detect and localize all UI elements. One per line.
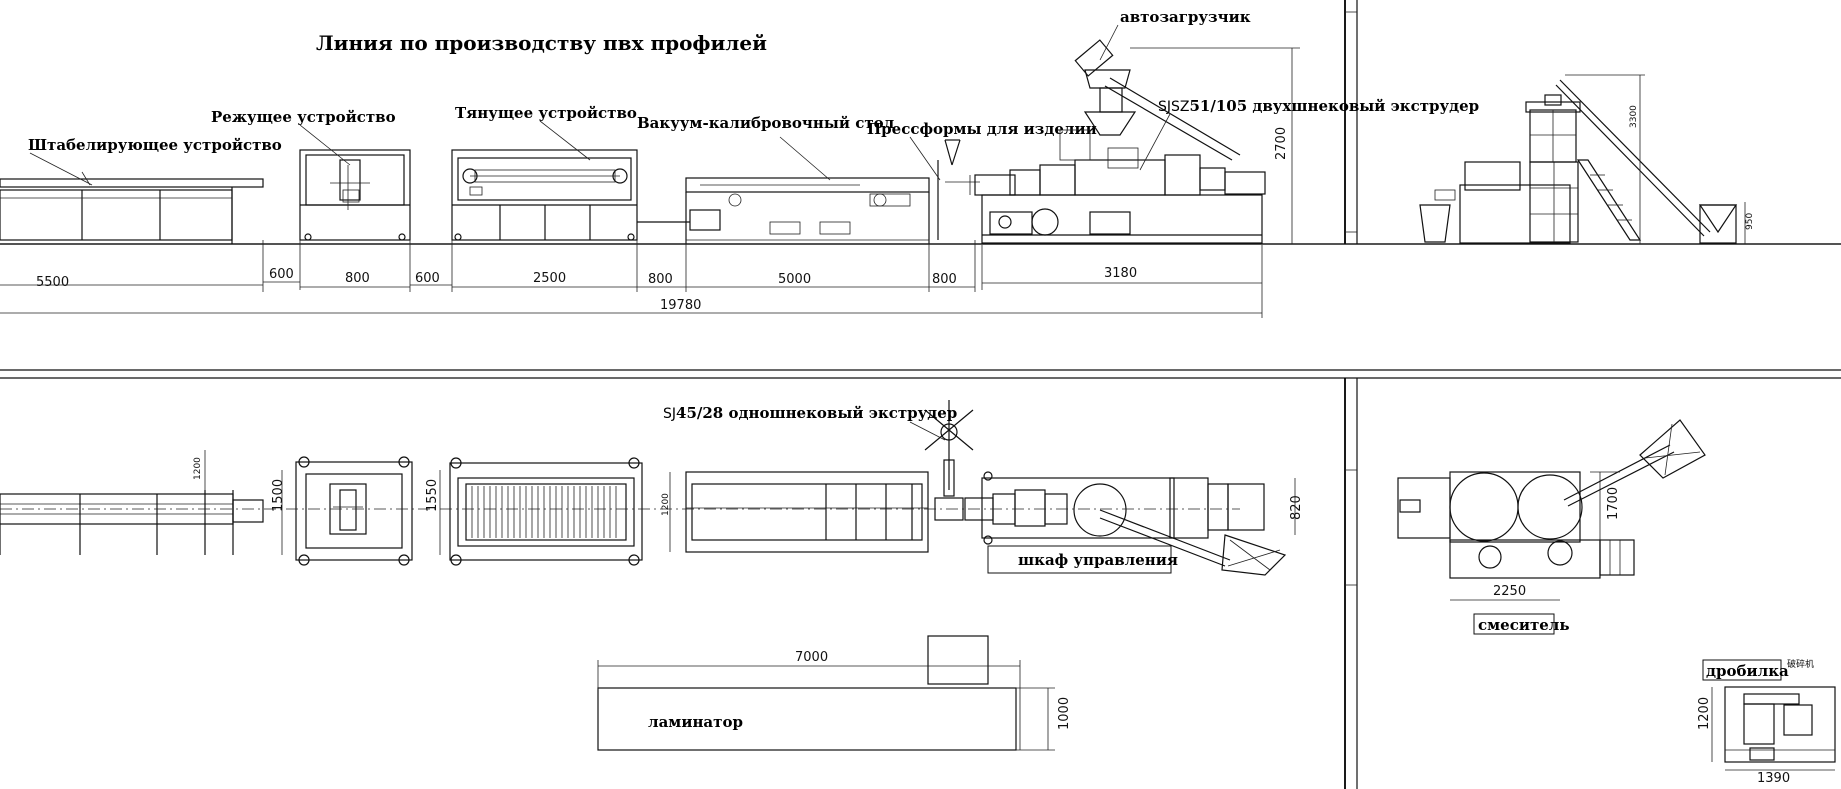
twin-extruder-code: SJSZ bbox=[1158, 99, 1190, 115]
dim-cutter-len: 800 bbox=[345, 271, 370, 286]
single-extruder-code: SJ bbox=[663, 406, 676, 422]
dim-mixer-len: 2250 bbox=[1493, 584, 1526, 599]
mixer-hopper-value: 950 bbox=[1745, 213, 1755, 230]
crusher-plan bbox=[1711, 686, 1836, 771]
elevation-dimension-chain bbox=[0, 240, 1263, 318]
dim-table-w: 1200 bbox=[661, 493, 671, 516]
twin-extruder-name: 51/105 двухшнековый экструдер bbox=[1190, 97, 1480, 115]
dim-haul-w: 1550 bbox=[425, 479, 440, 512]
dim-gap-2: 600 bbox=[415, 271, 440, 286]
laminator-plan bbox=[597, 635, 1055, 751]
twin-extruder-label: SJSZ51/105 двухшнековый экструдер bbox=[1158, 97, 1479, 115]
single-extruder-label: SJ45/28 одношнековый экструдер bbox=[663, 404, 957, 422]
dim-extruder-w: 820 bbox=[1289, 495, 1304, 520]
molds-label: Прессформы для изделии bbox=[867, 120, 1097, 138]
dim-laminator-len: 7000 bbox=[795, 650, 828, 665]
mixer-plan bbox=[1397, 419, 1706, 601]
vacuum-table-plan bbox=[669, 471, 964, 553]
cutter-elevation bbox=[299, 149, 411, 241]
dim-gap-1: 600 bbox=[269, 267, 294, 282]
cutter-leader bbox=[299, 124, 351, 166]
drawing-title: Линия по производству пвх профилей bbox=[316, 31, 767, 55]
crusher-label-box bbox=[1702, 659, 1782, 681]
haul-off-slats bbox=[471, 486, 617, 538]
extruder-height-dim bbox=[1130, 47, 1300, 244]
mixer-height-dim bbox=[1565, 74, 1746, 244]
mixer-elevation bbox=[1419, 79, 1738, 244]
mixer-label-box bbox=[1473, 613, 1555, 635]
cutter-plan bbox=[281, 456, 413, 566]
crusher-label: дробилка bbox=[1706, 662, 1789, 680]
haul-off-plan bbox=[439, 457, 643, 566]
autoloader-leader bbox=[1099, 24, 1119, 61]
haul-off-leader bbox=[539, 120, 591, 161]
dim-crusher-w: 1200 bbox=[1697, 697, 1712, 730]
dim-laminator-w: 1000 bbox=[1057, 697, 1072, 730]
stacker-plan bbox=[0, 450, 264, 555]
single-extruder-name: 45/28 одношнековый экструдер bbox=[676, 404, 957, 422]
dim-crusher-len: 1390 bbox=[1757, 771, 1790, 786]
vacuum-table-elevation bbox=[637, 177, 930, 244]
vacuum-table-leader bbox=[779, 136, 831, 181]
dim-table-len: 5000 bbox=[778, 272, 811, 287]
vacuum-table-label: Вакуум-калибровочный стол bbox=[637, 114, 895, 132]
mixer-label: смеситель bbox=[1478, 616, 1570, 634]
crusher-cn-label: 破碎机 bbox=[1787, 658, 1814, 670]
stacker-elevation bbox=[0, 171, 264, 244]
stacker-label: Штабелирующее устройство bbox=[28, 136, 282, 154]
twin-extruder-leader bbox=[1139, 113, 1171, 171]
mixer-height-value: 3300 bbox=[1629, 105, 1639, 128]
extruder-height-value: 2700 bbox=[1274, 127, 1289, 160]
dim-gap-4: 800 bbox=[932, 272, 957, 287]
dim-stacker-len: 5500 bbox=[36, 275, 69, 290]
laminator-label: ламинатор bbox=[648, 713, 743, 731]
haul-off-elevation bbox=[451, 149, 638, 241]
molds-leader bbox=[909, 136, 941, 181]
autoloader-label: автозагрузчик bbox=[1120, 8, 1251, 26]
control-cabinet-box bbox=[987, 545, 1172, 574]
dim-total-len: 19780 bbox=[660, 298, 701, 313]
twin-extruder-elevation bbox=[974, 39, 1266, 244]
dim-gap-3: 800 bbox=[648, 272, 673, 287]
stacker-leader bbox=[29, 152, 93, 186]
dim-stacker-w: 1200 bbox=[193, 457, 203, 480]
dim-haul-len: 2500 bbox=[533, 271, 566, 286]
haul-off-label: Тянущее устройство bbox=[455, 104, 637, 122]
dim-cutter-w: 1500 bbox=[271, 479, 286, 512]
cutter-label: Режущее устройство bbox=[211, 108, 396, 126]
control-cabinet-label: шкаф управления bbox=[1018, 551, 1178, 569]
dim-extruder-len: 3180 bbox=[1104, 266, 1137, 281]
dim-mixer-w: 1700 bbox=[1606, 487, 1621, 520]
twin-extruder-plan bbox=[981, 471, 1296, 576]
single-extruder-leader bbox=[909, 421, 946, 441]
molds-elevation bbox=[937, 139, 980, 240]
